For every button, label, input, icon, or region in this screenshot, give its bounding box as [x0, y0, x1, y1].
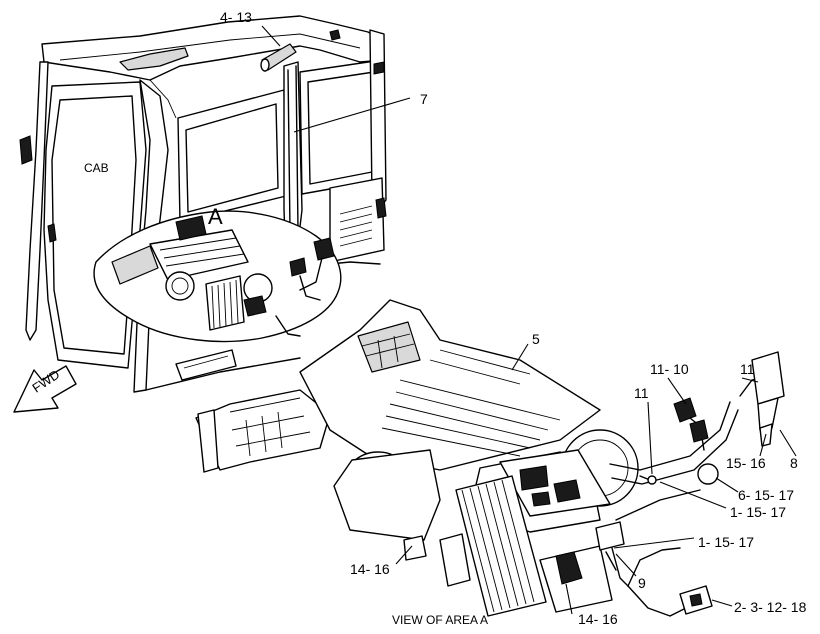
callout-6-15-17: 6- 15- 17 [738, 487, 795, 503]
callout-5: 5 [532, 331, 540, 347]
label-cab: CAB [84, 161, 109, 175]
callout-11-10: 11- 10 [650, 361, 689, 377]
callout-4-13: 4- 13 [220, 9, 252, 25]
callout-1-15-17-upper: 1- 15- 17 [730, 504, 787, 520]
callout-8: 8 [790, 455, 798, 471]
callout-11-mid: 11 [634, 385, 649, 401]
callout-14-16-left: 14- 16 [350, 561, 390, 577]
callout-9: 9 [638, 575, 646, 591]
callout-15-16: 15- 16 [726, 455, 766, 471]
hvac-assembly [195, 299, 785, 617]
callout-14-16-bottom: 14- 16 [578, 611, 618, 627]
callout-11-top: 11 [740, 361, 755, 377]
label-view-of-area-a: VIEW OF AREA A [392, 613, 489, 627]
callout-1-15-17-lower: 1- 15- 17 [698, 534, 755, 550]
callout-7: 7 [420, 91, 428, 107]
leader-lines [261, 25, 797, 615]
label-area-a: A [208, 204, 223, 229]
area-a-callout [93, 210, 342, 343]
callout-2-3-12-18: 2- 3- 12- 18 [734, 599, 807, 615]
